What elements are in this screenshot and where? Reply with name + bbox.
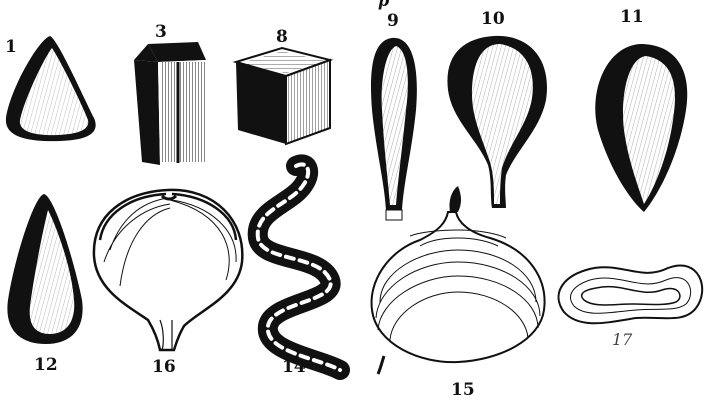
figure-16-ribbed-bulb bbox=[94, 190, 242, 350]
figure-12-teardrop bbox=[7, 194, 82, 344]
figure-8-label: 8 bbox=[276, 27, 288, 47]
figure-10-label: 10 bbox=[481, 9, 505, 29]
figure-11-pear bbox=[595, 44, 687, 212]
figure-17-dumbbell bbox=[559, 265, 703, 323]
figure-1-label: 1 bbox=[5, 37, 17, 57]
figure-1-cone bbox=[6, 36, 96, 141]
figure-3-prism bbox=[134, 42, 206, 165]
figure-14-label: 14 bbox=[282, 357, 306, 377]
figure-9-club bbox=[371, 38, 417, 220]
figure-10-bulb bbox=[447, 36, 547, 208]
figure-3-label: 3 bbox=[155, 22, 167, 42]
figure-12-label: 12 bbox=[34, 355, 58, 375]
figure-9-label: 9 bbox=[387, 11, 399, 31]
figure-15-label: 15 bbox=[451, 380, 475, 400]
figure-8-cube bbox=[236, 48, 330, 144]
header-fragment: p bbox=[378, 0, 389, 10]
figure-17-label: 17 bbox=[612, 330, 633, 349]
figure-16-label: 16 bbox=[152, 357, 176, 377]
figure-14-spiral bbox=[258, 164, 340, 370]
figure-11-label: 11 bbox=[620, 7, 644, 27]
